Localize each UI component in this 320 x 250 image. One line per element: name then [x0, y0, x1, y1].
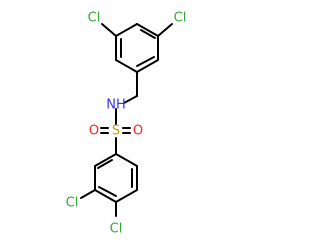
bond	[97, 159, 113, 169]
bond	[136, 56, 155, 67]
bond	[136, 59, 159, 73]
lower-ring	[94, 153, 138, 203]
bond-c-cl-top-left	[101, 23, 117, 37]
bond	[94, 189, 117, 203]
bond	[115, 189, 138, 203]
atom-nitrogen: NH	[106, 98, 126, 113]
atom-cl-top-right: Cl	[174, 11, 187, 26]
bond-ch2-n	[123, 95, 138, 104]
bond	[94, 153, 117, 167]
bond	[115, 23, 138, 37]
bond	[136, 23, 159, 37]
atom-oxygen-left: O	[89, 124, 99, 139]
atom-oxygen-right: O	[133, 124, 143, 139]
structure-canvas: Cl Cl NH S O O Cl Cl	[65, 10, 187, 237]
bond	[115, 153, 138, 167]
atom-cl-bottom-right: Cl	[110, 222, 123, 237]
bond	[115, 59, 138, 73]
atom-sulfur: S	[112, 124, 120, 139]
upper-ring	[115, 23, 159, 73]
molecule-diagram: Cl Cl NH S O O Cl Cl	[66, 11, 187, 237]
bond	[98, 186, 117, 197]
atom-cl-bottom-left: Cl	[66, 196, 79, 211]
bond-c-cl-bottom-left	[80, 189, 96, 199]
bond-c-cl-top-right	[157, 23, 173, 37]
atom-cl-top-left: Cl	[88, 11, 101, 26]
bond	[140, 29, 156, 39]
